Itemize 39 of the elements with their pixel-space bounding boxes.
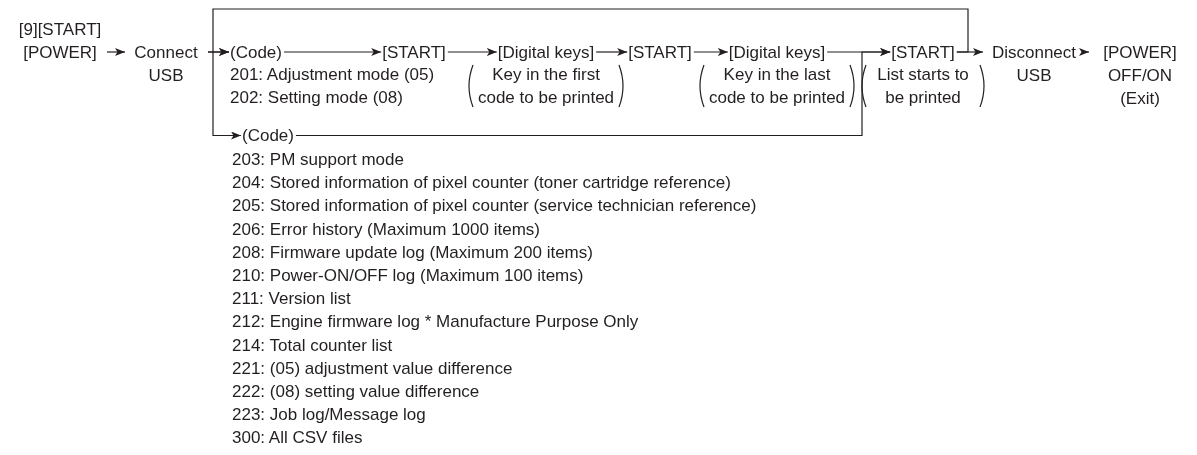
note-text: 206: Error history (Maximum 1000 items): [232, 218, 540, 241]
arrow: [956, 48, 984, 56]
arrow: [1079, 48, 1090, 56]
step-text: [START]: [891, 41, 955, 64]
note-text: List starts to be printed: [876, 64, 970, 109]
step-text: (Code): [230, 41, 282, 64]
note-text: 204: Stored information of pixel counter (toner cartridge reference): [232, 172, 731, 195]
arrow: [595, 48, 628, 56]
arrow: [106, 48, 126, 56]
note-text: 222: (08) setting value difference: [232, 381, 480, 403]
step-text: [POWER] OFF/ON (Exit): [1090, 41, 1190, 110]
note-text: 210: Power-ON/OFF log (Maximum 100 items): [232, 265, 584, 287]
step-text: Disconnect USB: [984, 41, 1084, 87]
step-text: [Digital keys]: [728, 41, 826, 64]
note-text: 300: All CSV files: [232, 427, 363, 450]
arrow: [283, 48, 382, 56]
step-text: (Code): [242, 124, 294, 147]
step-text: [9][START] [POWER]: [15, 18, 105, 64]
step-text: [START]: [628, 41, 692, 64]
arrow: [693, 48, 729, 56]
arrow: [295, 48, 891, 137]
step-text: [Digital keys]: [497, 41, 595, 64]
note-text: 211: Version list: [232, 288, 351, 311]
arrow: [207, 51, 242, 140]
note-text: 202: Setting mode (08): [230, 87, 403, 109]
note-text: 223: Job log/Message log: [232, 404, 426, 427]
note-text: Key in the last code to be printed: [707, 64, 847, 109]
note-text: 212: Engine firmware log * Manufacture Purpose Only: [232, 311, 639, 334]
arrow: [447, 48, 498, 56]
note-text: 201: Adjustment mode (05): [230, 64, 435, 86]
note-text: 208: Firmware update log (Maximum 200 items): [232, 241, 593, 264]
arrow: [212, 8, 969, 56]
step-text: Connect USB: [126, 41, 206, 87]
note-text: 214: Total counter list: [232, 334, 393, 357]
note-text: 205: Stored information of pixel counter (service technician reference): [232, 195, 757, 218]
note-text: Key in the first code to be printed: [476, 64, 616, 109]
step-text: [START]: [382, 41, 446, 64]
note-text: 221: (05) adjustment value difference: [232, 357, 513, 380]
note-text: 203: PM support mode: [232, 149, 404, 171]
